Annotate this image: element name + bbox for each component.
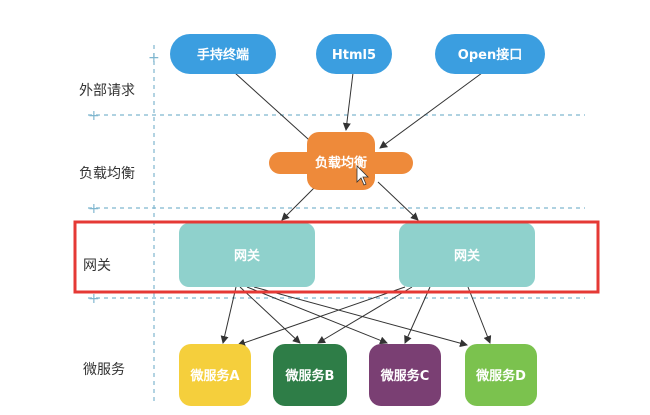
edge-lb-gateway2 bbox=[377, 181, 419, 221]
layer-label-external: 外部请求 bbox=[79, 83, 135, 99]
edge-open-lb bbox=[379, 72, 483, 149]
edge-gw2-svcC bbox=[404, 286, 431, 344]
node-gateway-2-label: 网关 bbox=[454, 248, 480, 264]
tick-1: + bbox=[88, 108, 100, 124]
edge-gw2-svcD bbox=[467, 286, 492, 344]
node-load-balancer-label: 负载均衡 bbox=[315, 155, 367, 171]
node-service-a-label: 微服务A bbox=[189, 368, 239, 384]
tick-3: + bbox=[88, 291, 100, 307]
edge-html5-lb bbox=[342, 72, 354, 131]
node-service-d bbox=[465, 344, 537, 406]
edge-gw2-svcB bbox=[317, 286, 413, 344]
edge-gw1-svcA bbox=[220, 286, 237, 344]
gateway-highlight-box bbox=[73, 220, 600, 294]
edge-gw2-svcA bbox=[237, 286, 406, 347]
layer-label-gateway: 网关 bbox=[83, 258, 111, 274]
node-mobile bbox=[170, 34, 276, 74]
node-service-b-label: 微服务B bbox=[285, 368, 335, 384]
layer-label-lb: 负载均衡 bbox=[79, 166, 135, 182]
node-service-a bbox=[179, 344, 251, 406]
node-gateway-2 bbox=[399, 223, 535, 287]
layer-label-micro: 微服务 bbox=[83, 362, 125, 378]
tick-4: + bbox=[148, 50, 160, 66]
node-open-api bbox=[435, 34, 545, 74]
node-open-api-label: Open接口 bbox=[458, 47, 522, 63]
node-html5-label: Html5 bbox=[332, 48, 376, 63]
node-service-c-label: 微服务C bbox=[380, 368, 430, 384]
node-gateway-1-label: 网关 bbox=[234, 248, 260, 264]
node-gateway-1 bbox=[179, 223, 315, 287]
node-html5 bbox=[316, 34, 392, 74]
node-service-d-label: 微服务D bbox=[475, 368, 526, 384]
tick-2: + bbox=[88, 201, 100, 217]
edge-gw1-svcC bbox=[246, 286, 388, 345]
cursor-icon bbox=[356, 165, 369, 186]
edge-gw1-svcB bbox=[239, 286, 301, 344]
edge-gw1-svcD bbox=[253, 286, 468, 348]
node-mobile-label: 手持终端 bbox=[197, 47, 249, 63]
node-service-c bbox=[369, 344, 441, 406]
edge-mobile-lb bbox=[234, 72, 319, 149]
node-service-b bbox=[273, 344, 347, 406]
